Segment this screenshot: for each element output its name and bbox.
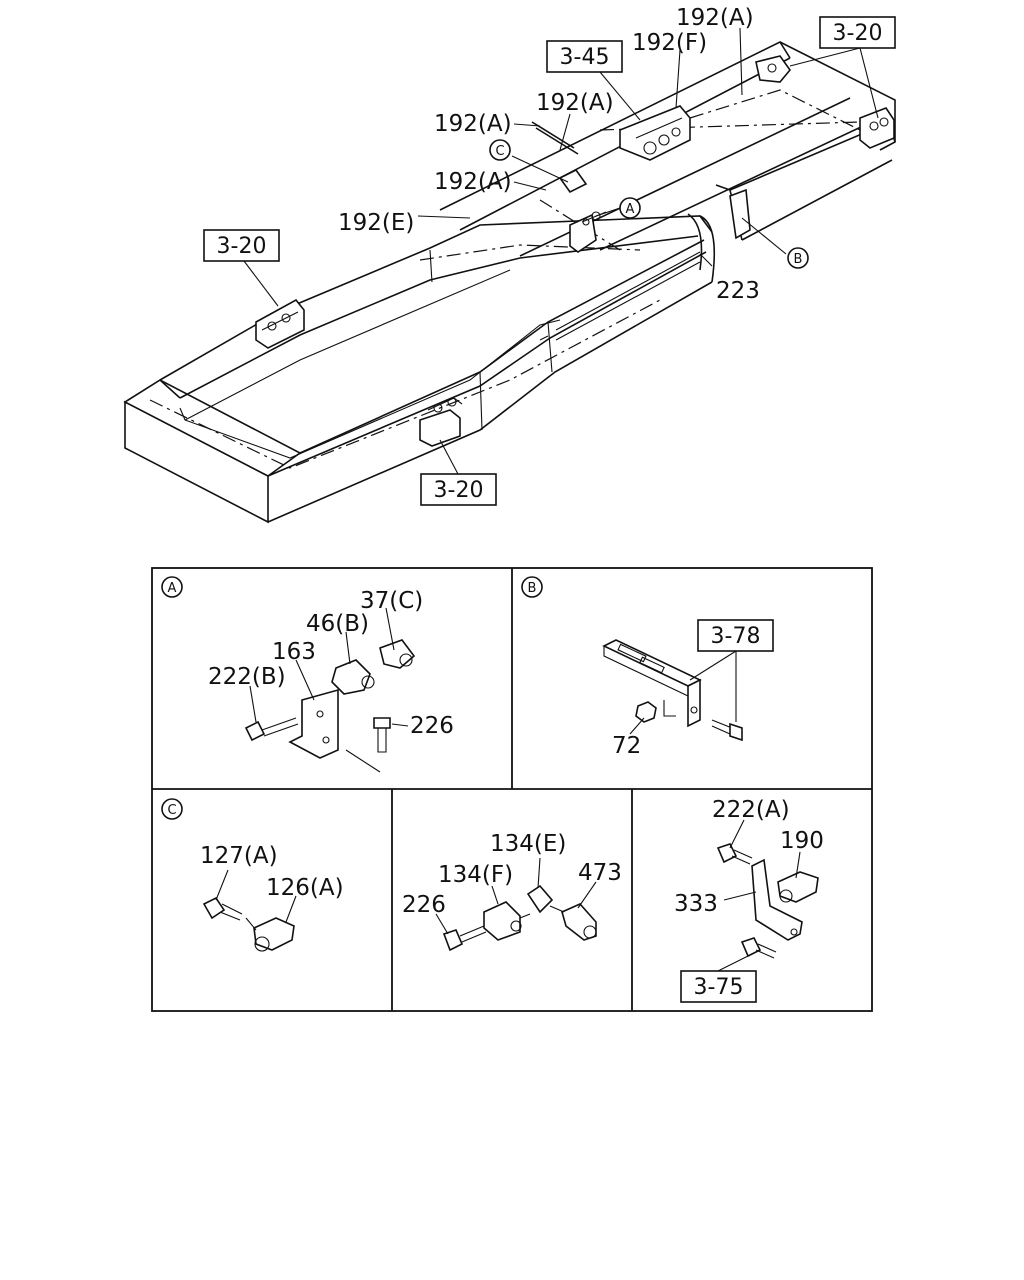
detail-panel-d: 134(E) 134(F) 473 226 bbox=[402, 831, 622, 952]
marker-circle-b: B bbox=[787, 247, 809, 269]
svg-text:B: B bbox=[794, 252, 803, 267]
detail-panel-a: A 37(C) 46(B) 163 222(B) 226 bbox=[161, 576, 454, 773]
detail-panels-frame bbox=[151, 567, 873, 1012]
label-72: 72 bbox=[612, 733, 641, 759]
label-222a: 222(A) bbox=[712, 797, 790, 823]
svg-text:3-45: 3-45 bbox=[560, 45, 610, 70]
label-222b: 222(B) bbox=[208, 664, 286, 690]
svg-text:3-75: 3-75 bbox=[694, 975, 744, 1000]
marker-circle-c: C bbox=[489, 139, 511, 161]
detail-panel-e: 3-75 222(A) 190 333 bbox=[674, 797, 824, 1003]
label-192a-4: 192(A) bbox=[434, 169, 512, 195]
label-127a: 127(A) bbox=[200, 843, 278, 869]
label-126a: 126(A) bbox=[266, 875, 344, 901]
label-226-a: 226 bbox=[410, 713, 454, 739]
label-134f: 134(F) bbox=[438, 862, 513, 888]
label-37c: 37(C) bbox=[360, 588, 423, 614]
svg-text:3-20: 3-20 bbox=[434, 478, 484, 503]
label-192a-2: 192(A) bbox=[536, 90, 614, 116]
label-192e: 192(E) bbox=[338, 210, 414, 236]
top-leader-lines bbox=[243, 27, 879, 475]
label-223: 223 bbox=[716, 278, 760, 304]
ref-box-3-45: 3-45 bbox=[546, 40, 623, 73]
ref-box-3-20-front: 3-20 bbox=[819, 16, 896, 49]
svg-text:C: C bbox=[495, 144, 504, 159]
label-473: 473 bbox=[578, 860, 622, 886]
label-192a-1: 192(A) bbox=[676, 5, 754, 31]
ref-box-3-20-left: 3-20 bbox=[203, 229, 280, 262]
label-192f: 192(F) bbox=[632, 30, 707, 56]
label-333: 333 bbox=[674, 891, 718, 917]
label-46b: 46(B) bbox=[306, 611, 369, 637]
ref-box-3-20-rear: 3-20 bbox=[420, 473, 497, 506]
label-163: 163 bbox=[272, 639, 316, 665]
top-part-labels: 192(A) 192(F) 192(A) 192(A) 192(A) 192(E… bbox=[338, 5, 760, 304]
detail-panel-b: B 3-78 72 bbox=[521, 576, 774, 759]
label-134e: 134(E) bbox=[490, 831, 566, 857]
frame-brackets bbox=[255, 55, 895, 447]
label-192a-3: 192(A) bbox=[434, 111, 512, 137]
detail-panel-c: C 127(A) 126(A) bbox=[161, 798, 344, 952]
svg-text:C: C bbox=[167, 803, 176, 818]
svg-text:A: A bbox=[626, 202, 635, 217]
svg-text:3-78: 3-78 bbox=[711, 624, 761, 649]
label-190: 190 bbox=[780, 828, 824, 854]
svg-text:3-20: 3-20 bbox=[217, 234, 267, 259]
svg-text:A: A bbox=[168, 581, 177, 596]
label-226-d: 226 bbox=[402, 892, 446, 918]
svg-text:3-20: 3-20 bbox=[833, 21, 883, 46]
svg-text:B: B bbox=[528, 581, 537, 596]
marker-circle-a: A bbox=[619, 197, 641, 219]
